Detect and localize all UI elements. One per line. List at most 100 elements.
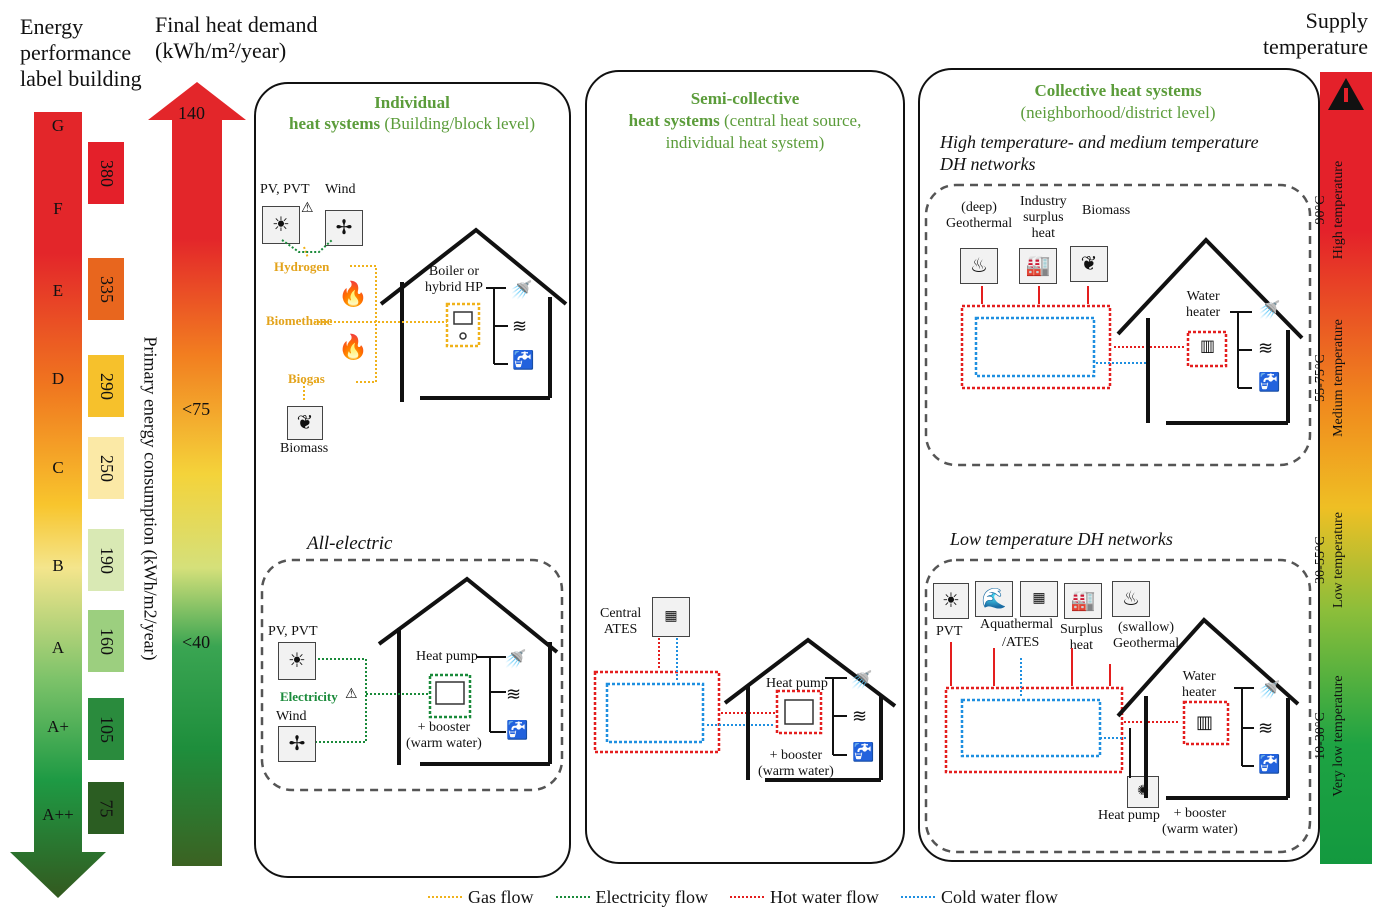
legend-swatch [900,896,935,898]
label-c: C [52,458,64,477]
pv-pvt-label: PV, PVT [268,624,318,639]
biomass-icon: ❦ [1070,246,1108,282]
consumption-box: 250 [88,437,124,499]
label-g: G [51,116,65,135]
heat-demand-title: Final heat demand (kWh/m²/year) [155,12,318,63]
sun-icon: ☀ [933,583,969,619]
tap-icon: 🚰 [1258,754,1281,774]
label-e: E [52,281,64,300]
legend-item: Cold water flow [900,886,1058,908]
label-a-plus-plus: A++ [42,805,74,824]
tap-icon: 🚰 [852,742,875,762]
warning-icon: ⚠ [345,687,358,702]
legend-label: Gas flow [468,886,534,907]
heating-icon: ≋ [512,316,528,336]
demand-tick-140: 140 [178,103,205,123]
wind-label: Wind [276,709,307,724]
heating-icon: ≋ [852,706,868,726]
ates-icon: ▦ [1020,581,1058,617]
shower-icon: 🚿 [850,670,873,690]
tap-icon: 🚰 [1258,372,1281,392]
consumption-box: 105 [88,698,124,760]
biomethane-label: Biomethane [266,313,333,328]
biomass-icon: ❦ [287,406,323,440]
sun-icon: ☀ [262,206,300,244]
ates-label: /ATES [1002,635,1040,650]
biomass-label: Biomass [280,441,329,456]
aquathermal-label: Aquathermal [980,617,1054,632]
pv-pvt-label: PV, PVT [260,182,310,197]
consumption-box: 75 [88,782,124,834]
shower-icon: 🚿 [510,280,533,300]
legend-item: Gas flow [428,887,534,908]
legend-swatch [729,896,764,898]
booster-label: + booster(warm water) [758,748,834,779]
legend-label: Electricity flow [595,886,708,907]
legend-label: Cold water flow [940,886,1058,907]
consumption-box: 160 [88,610,124,672]
shower-icon: 🚿 [1258,680,1281,700]
tap-icon: 🚰 [506,720,529,740]
deep-geothermal-label: (deep)Geothermal [946,200,1013,231]
geothermal-icon: ♨ [960,248,998,284]
shower-icon: 🚿 [1258,300,1281,320]
electricity-label: Electricity [280,689,338,704]
legend: Gas flow Electricity flow Hot water flow… [428,886,1108,908]
legend-item: Electricity flow [555,886,708,908]
warning-icon: ⚠ [301,201,314,216]
consumption-box: 380 [88,142,124,204]
lt-dh-title: Low temperature DH networks [950,529,1173,549]
heat-pump-icon: ✺ [1127,776,1159,808]
heating-icon: ≋ [1258,718,1274,738]
geothermal-icon: ♨ [1112,581,1150,617]
wind-turbine-icon: ✢ [278,726,316,762]
wave-icon: 🌊 [975,581,1013,617]
factory-icon: 🏭 [1019,248,1057,284]
ht-dh-title: High temperature- and medium temperature… [940,132,1259,174]
semi-collective-title: Semi-collective heat systems (central he… [628,89,862,152]
primary-energy-axis-label: Primary energy consumption (kWh/m2/year) [140,336,161,661]
consumption-box: 290 [88,355,124,417]
collective-title: Collective heat systems (neighborhood/di… [1020,81,1216,122]
label-f: F [53,199,63,218]
hydrogen-label: Hydrogen [274,259,330,274]
shallow-geothermal-label: (swallow)Geothermal [1113,620,1180,651]
radiator-icon: ▥ [1196,712,1214,732]
factory-icon: 🏭 [1064,583,1102,619]
heating-icon: ≋ [1258,338,1274,358]
energy-label-arrow [10,82,246,898]
label-a-plus: A+ [47,717,69,736]
tap-icon: 🚰 [512,350,535,370]
legend-swatch [428,896,462,898]
biomass-label: Biomass [1082,203,1131,218]
individual-diagram-lines [260,227,568,792]
heat-pump-label: Heat pump [416,649,478,664]
heat-pump-label: Heat pump [1098,808,1160,823]
label-d: D [51,369,65,388]
collective-diagram-lines [924,183,1312,854]
flame-icon: 🔥 [338,335,368,361]
flame-icon: 🔥 [338,282,368,308]
legend-swatch [555,896,590,898]
energy-label-title: Energy performance label building [20,14,142,91]
legend-item: Hot water flow [729,886,879,908]
sun-icon: ☀ [278,642,316,680]
booster-label: + booster(warm water) [406,720,482,751]
legend-label: Hot water flow [769,886,879,907]
supply-temperature-bar [1320,72,1372,864]
consumption-box: 335 [88,258,124,320]
wind-turbine-icon: ✢ [325,210,363,246]
heat-pump-label: Heat pump [766,676,828,691]
shower-icon: 🚿 [504,649,527,669]
ates-icon: ▦ [652,597,690,637]
